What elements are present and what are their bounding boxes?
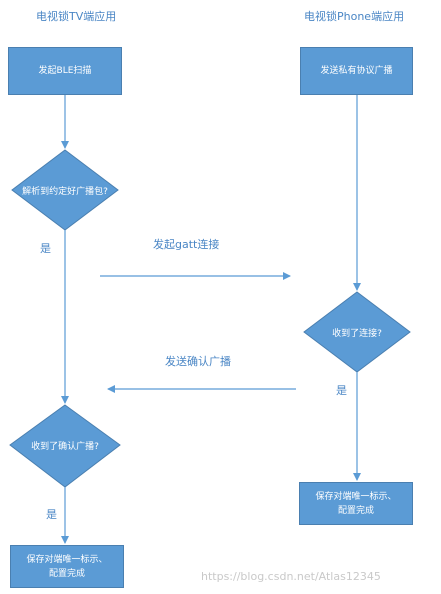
watermark: https://blog.csdn.net/Atlas12345 <box>201 570 381 583</box>
tv-lane-title: 电视锁TV端应用 <box>36 10 117 23</box>
edge-label-gatt-connect: 发起gatt连接 <box>153 238 220 251</box>
phone-save-node: 保存对端唯一标示、 配置完成 <box>299 482 413 525</box>
edge-label-yes-parse: 是 <box>40 242 51 255</box>
phone-decision-connect-label: 收到了连接? <box>332 328 382 339</box>
tv-decision-parse-label: 解析到约定好广播包? <box>22 186 108 197</box>
tv-decision-confirm-label: 收到了确认广播? <box>31 441 99 452</box>
phone-start-node: 发送私有协议广播 <box>300 47 413 95</box>
edge-label-yes-connect: 是 <box>336 384 347 397</box>
edge-label-send-confirm: 发送确认广播 <box>165 355 231 368</box>
tv-save-node: 保存对端唯一标示、 配置完成 <box>10 545 124 588</box>
edge-label-yes-confirm: 是 <box>46 508 57 521</box>
phone-lane-title: 电视锁Phone端应用 <box>304 10 405 23</box>
tv-start-node: 发起BLE扫描 <box>8 47 122 95</box>
